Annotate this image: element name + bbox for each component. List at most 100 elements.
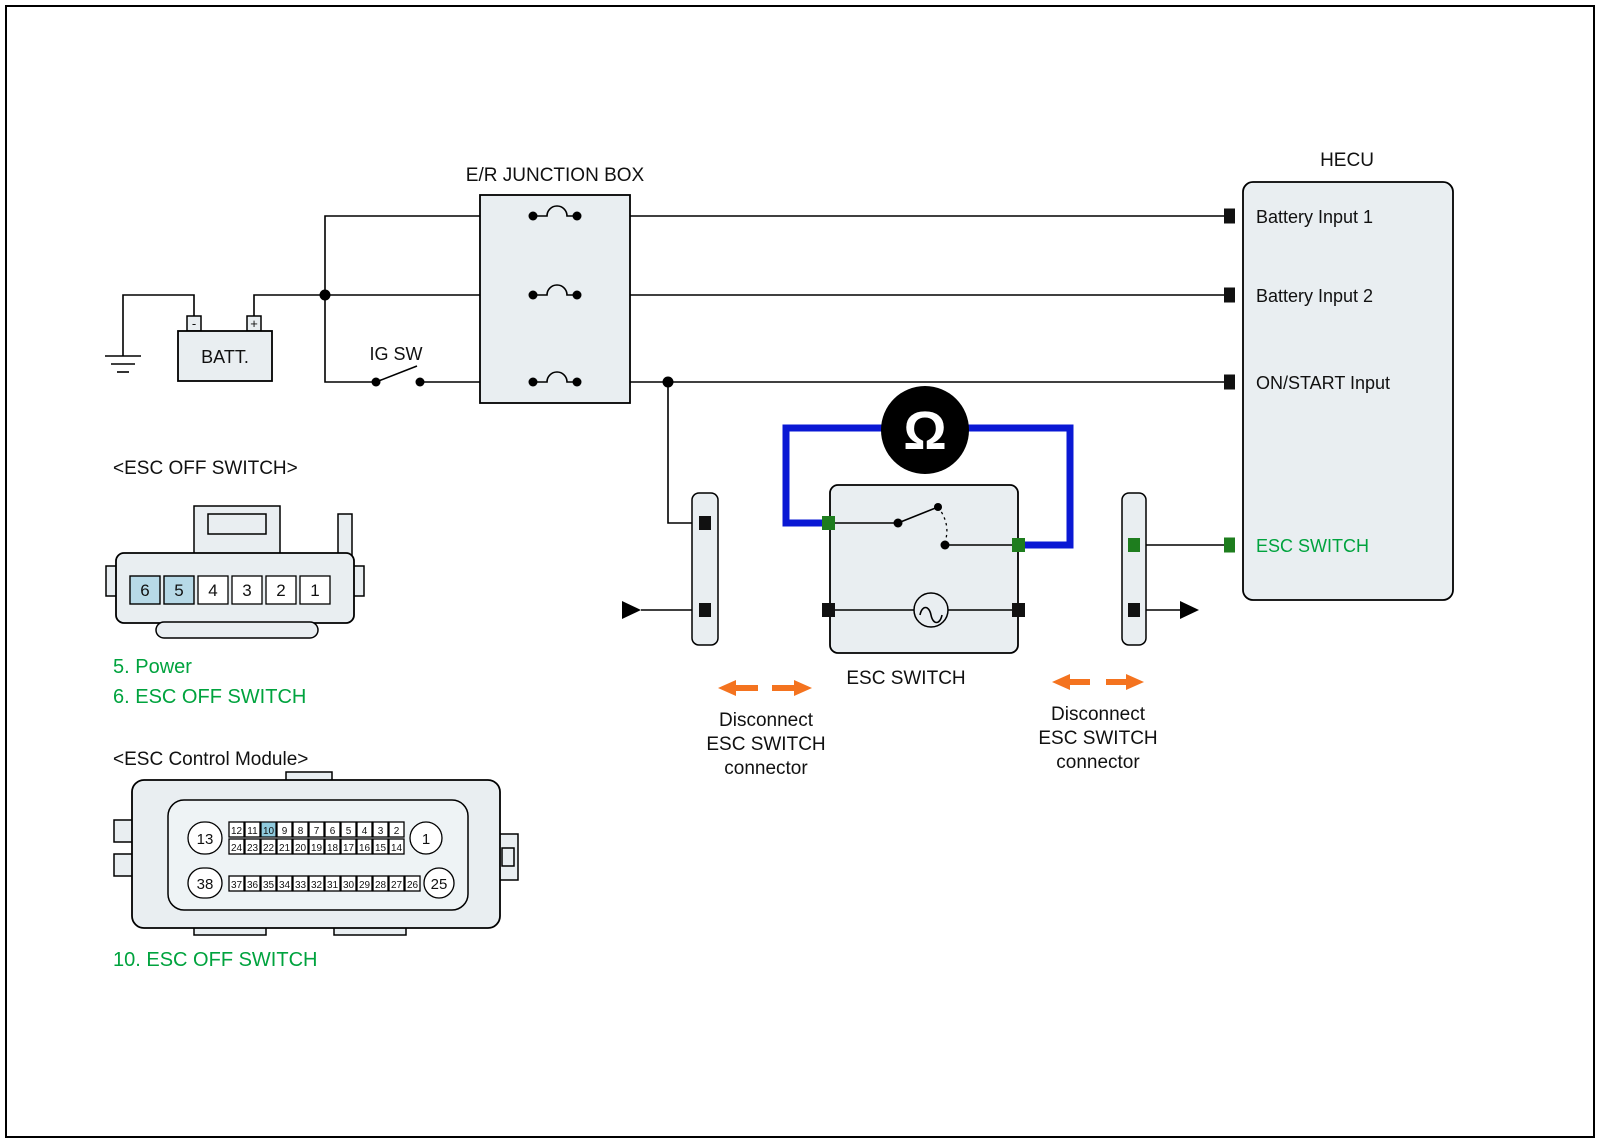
hecu-label-onstart: ON/START Input [1256, 373, 1390, 393]
disconnect-left-line2: ESC SWITCH [706, 734, 825, 755]
ecm-pin-16-label: 16 [359, 843, 371, 854]
ecm-pin-18 [324, 838, 341, 855]
wire-drop-to-connector [667, 382, 692, 524]
note-ecm-esc-off-switch: 10. ESC OFF SWITCH [113, 949, 317, 971]
ecm-pin-5-label: 5 [346, 826, 352, 837]
ecm-pin-4 [356, 821, 373, 838]
ecm-bottom-row: 37 36 35 34 33 32 31 30 29 28 27 26 [228, 875, 421, 892]
ecm-pin-38-label: 38 [197, 876, 214, 893]
right-strip-pin-black [1128, 603, 1140, 617]
ecm-pin-15-label: 15 [375, 843, 387, 854]
ecm-pin-29-label: 29 [359, 880, 371, 891]
ecm-pin-34-label: 34 [279, 880, 291, 891]
disconnect-arrow-right-icon-2 [1126, 674, 1144, 690]
ecm-pin-37 [228, 875, 245, 892]
disconnect-note-left: Disconnect ESC SWITCH connector [706, 680, 826, 779]
ecm-left-tab-1 [113, 819, 135, 843]
junction-dot-battery [319, 289, 331, 301]
ecm-pin-7-label: 7 [314, 826, 320, 837]
hecu-body [1242, 181, 1454, 601]
ecm-pin-19 [308, 838, 325, 855]
junction-dot-onstart [662, 376, 674, 388]
connector-pin-1-label: 1 [310, 581, 319, 600]
connector-pin-4 [197, 575, 229, 605]
esc-switch-pin-left-green [822, 516, 835, 530]
ecm-pin-3 [372, 821, 389, 838]
right-strip-body [1121, 492, 1147, 646]
disconnect-arrow-left-icon [718, 680, 736, 696]
ecm-pin-24 [228, 838, 245, 855]
ecm-pin-38 [187, 867, 223, 899]
ig-switch-blade [375, 365, 418, 383]
ecm-pin-22 [260, 838, 277, 855]
ig-switch-label: IG SW [370, 344, 423, 364]
ecm-pin-20 [292, 838, 309, 855]
fuse-2 [528, 284, 582, 300]
disconnect-left-line3: connector [724, 758, 808, 779]
ecm-pin-14-label: 14 [391, 843, 403, 854]
hecu-pin-battery2 [1224, 287, 1235, 303]
disconnect-right-line1: Disconnect [1051, 704, 1146, 725]
esc-switch-label: ESC SWITCH [846, 668, 965, 689]
hecu-title: HECU [1320, 150, 1374, 171]
hecu-label-battery2: Battery Input 2 [1256, 286, 1373, 306]
fuse-3-element [533, 371, 577, 383]
ecm-pin-4-label: 4 [362, 826, 368, 837]
ecm-pin-27-label: 27 [391, 880, 403, 891]
ecm-pin-29 [356, 875, 373, 892]
fuse-1-element [533, 205, 577, 217]
ecm-top-row: 12 11 10 9 8 7 6 5 4 3 2 [228, 821, 405, 838]
battery-minus-label: - [192, 316, 196, 331]
ecm-pin-28 [372, 875, 389, 892]
fuse-3 [528, 371, 582, 387]
ecm-pin-1-label: 1 [422, 831, 430, 848]
connector-pin-3 [231, 575, 263, 605]
esc-switch-travel-arc [937, 506, 948, 543]
ecm-pin-30-label: 30 [343, 880, 355, 891]
ecm-pin-25-label: 25 [431, 876, 448, 893]
ecm-pin-17 [340, 838, 357, 855]
ecm-pin-16 [356, 838, 373, 855]
hecu: HECU Battery Input 1 Battery Input 2 ON/… [1224, 150, 1454, 601]
ig-switch: IG SW [370, 344, 425, 387]
ecm-pin-35 [260, 875, 277, 892]
junction-box: E/R JUNCTION BOX [466, 165, 645, 404]
battery-label: BATT. [201, 347, 249, 367]
ecm-pin-2 [388, 821, 405, 838]
hecu-label-esc-switch: ESC SWITCH [1256, 536, 1369, 556]
hecu-label-battery1: Battery Input 1 [1256, 207, 1373, 227]
ecm-pin-25 [423, 867, 455, 899]
wire-to-ig-switch [324, 295, 376, 383]
ecm-pin-18-label: 18 [327, 843, 339, 854]
ecm-pin-36 [244, 875, 261, 892]
esc-switch-pin-right-green [1012, 538, 1025, 552]
ecm-pin-6-label: 6 [330, 826, 336, 837]
lamp-circle [913, 592, 949, 628]
ecm-pin-12-label: 12 [231, 826, 243, 837]
ecm-pin-9 [276, 821, 293, 838]
disconnect-right-line3: connector [1056, 752, 1140, 773]
ecm-pin-5 [340, 821, 357, 838]
esc-off-switch-section-title: <ESC OFF SWITCH> [113, 458, 298, 479]
note-power: 5. Power [113, 656, 192, 678]
esc-switch-component: ESC SWITCH [822, 484, 1025, 689]
ecm-pin-33-label: 33 [295, 880, 307, 891]
connector-pin-2-label: 2 [276, 581, 285, 600]
ecm-pin-3-label: 3 [378, 826, 384, 837]
disconnect-note-right: Disconnect ESC SWITCH connector [1038, 674, 1158, 773]
connector-bottom-foot [155, 621, 319, 639]
battery-plus-label: + [250, 316, 258, 331]
junction-box-title: E/R JUNCTION BOX [466, 165, 645, 186]
connector-latch-inner [207, 513, 267, 535]
ecm-pin-8 [292, 821, 309, 838]
ecm-pin-1 [409, 821, 443, 855]
ohm-symbol: Ω [903, 401, 946, 461]
ecm-pin-15 [372, 838, 389, 855]
connector-pin-4-label: 4 [208, 581, 217, 600]
ecm-pin-32 [308, 875, 325, 892]
esc-control-module-connector: <ESC Control Module> 13 1 38 25 [113, 749, 519, 971]
right-connector-strip [1121, 492, 1199, 646]
ecm-pin-19-label: 19 [311, 843, 323, 854]
esc-control-module-section-title: <ESC Control Module> [113, 749, 308, 770]
